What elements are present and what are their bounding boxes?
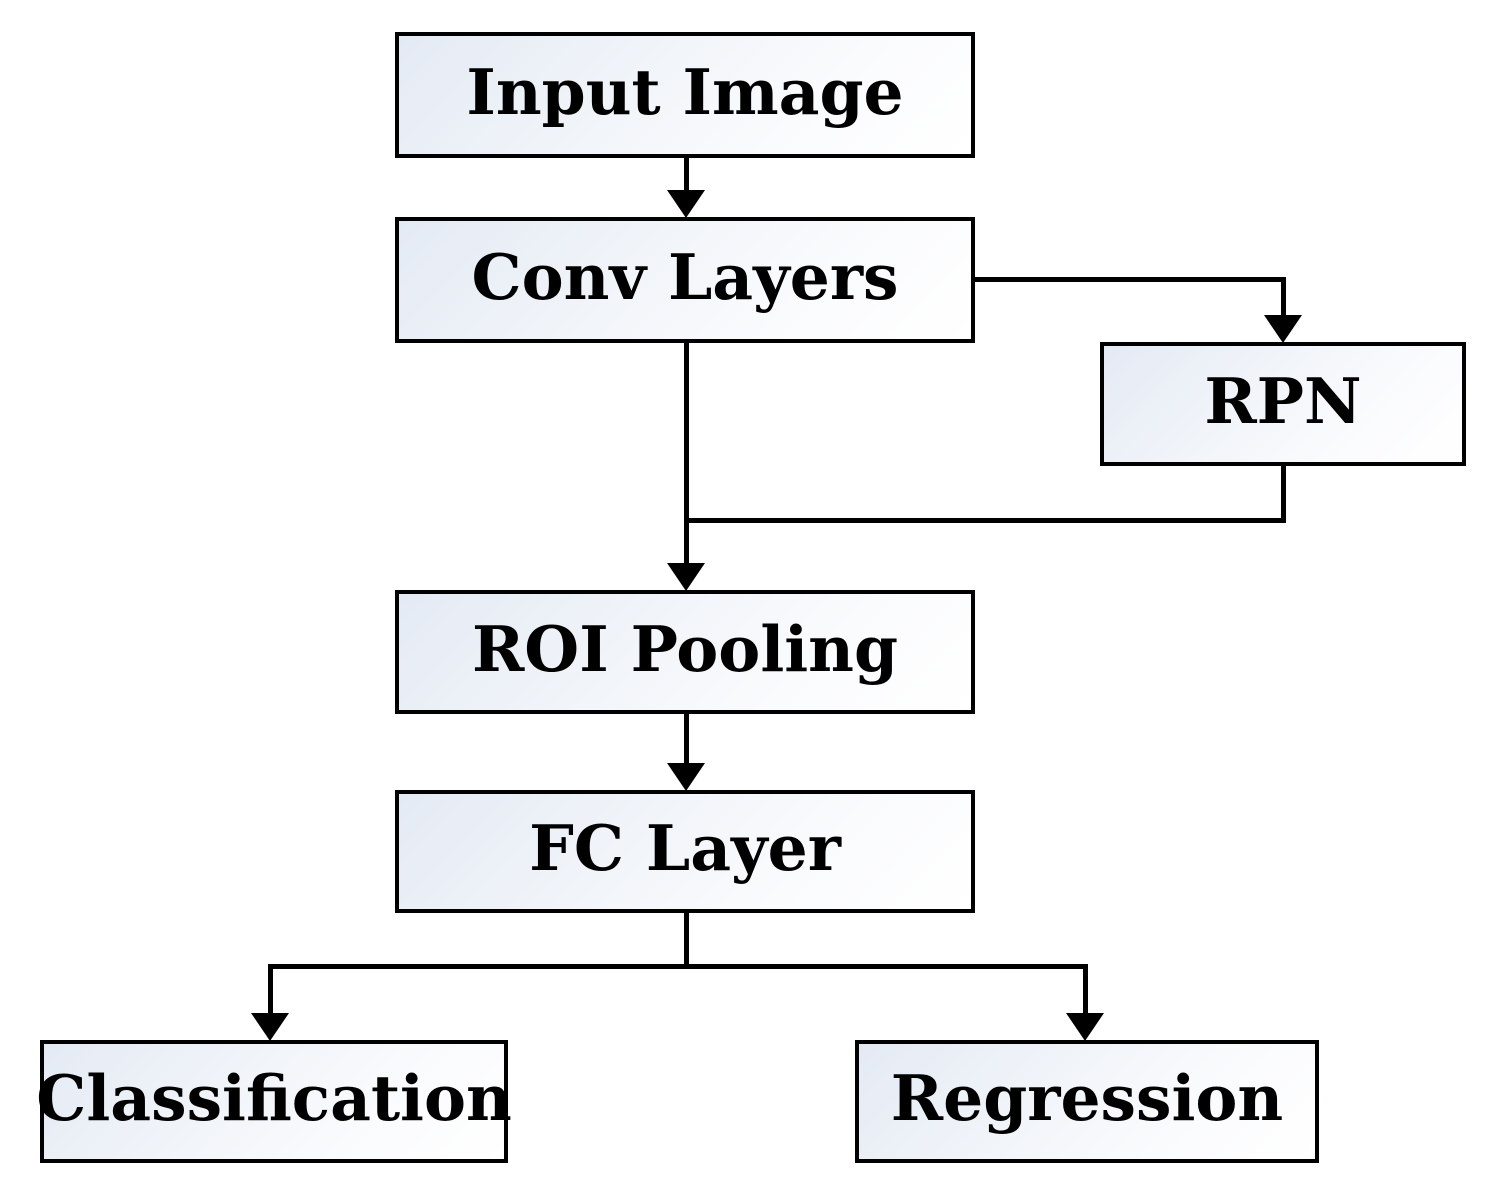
arrowhead-down-icon (1066, 1013, 1104, 1041)
arrowhead-down-icon (251, 1013, 289, 1041)
node-classification-label: Classification (36, 1061, 512, 1135)
node-input-image-label: Input Image (466, 54, 904, 129)
node-fc-layer-label: FC Layer (529, 811, 841, 885)
arrowhead-down-icon (1264, 315, 1302, 343)
node-rpn-label: RPN (1204, 363, 1362, 438)
node-classification: Classification (36, 1040, 512, 1163)
node-conv-layers: Conv Layers (395, 217, 975, 343)
node-roi-pooling-label: ROI Pooling (471, 611, 899, 686)
node-roi-pooling: ROI Pooling (395, 590, 975, 714)
arrowhead-down-icon (667, 190, 705, 218)
node-input-image: Input Image (395, 32, 975, 158)
node-regression: Regression (855, 1040, 1319, 1163)
node-conv-layers-label: Conv Layers (471, 239, 899, 314)
node-fc-layer: FC Layer (395, 790, 975, 913)
arrowhead-down-icon (667, 563, 705, 591)
node-regression-label: Regression (890, 1061, 1284, 1135)
arrowhead-down-icon (667, 763, 705, 791)
node-rpn: RPN (1100, 342, 1466, 466)
